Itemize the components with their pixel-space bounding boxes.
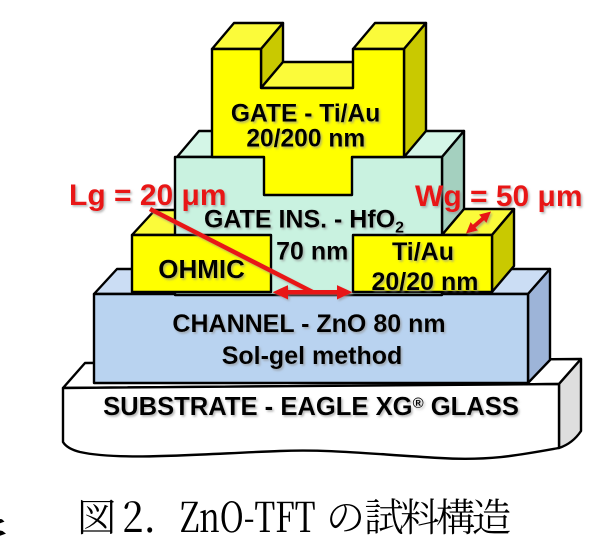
svg-text:Sol-gel method: Sol-gel method	[222, 342, 403, 370]
svg-text:20/20 nm: 20/20 nm	[371, 268, 478, 296]
svg-text:20/200 nm: 20/200 nm	[246, 126, 365, 153]
svg-text:Ti/Au: Ti/Au	[392, 238, 454, 266]
svg-text:Lg = 20 μm: Lg = 20 μm	[69, 179, 227, 212]
svg-text:CHANNEL - ZnO 80 nm: CHANNEL - ZnO 80 nm	[172, 310, 445, 338]
svg-text:SUBSTRATE - EAGLE XG® GLASS: SUBSTRATE - EAGLE XG® GLASS	[103, 393, 519, 421]
svg-text:OHMIC: OHMIC	[158, 254, 245, 284]
svg-text:GATE INS. - HfO2: GATE INS. - HfO2	[204, 206, 404, 237]
svg-text:GATE - Ti/Au: GATE - Ti/Au	[231, 101, 380, 128]
svg-text:Wg = 50 μm: Wg = 50 μm	[415, 180, 583, 213]
svg-text:70 nm: 70 nm	[276, 238, 348, 266]
